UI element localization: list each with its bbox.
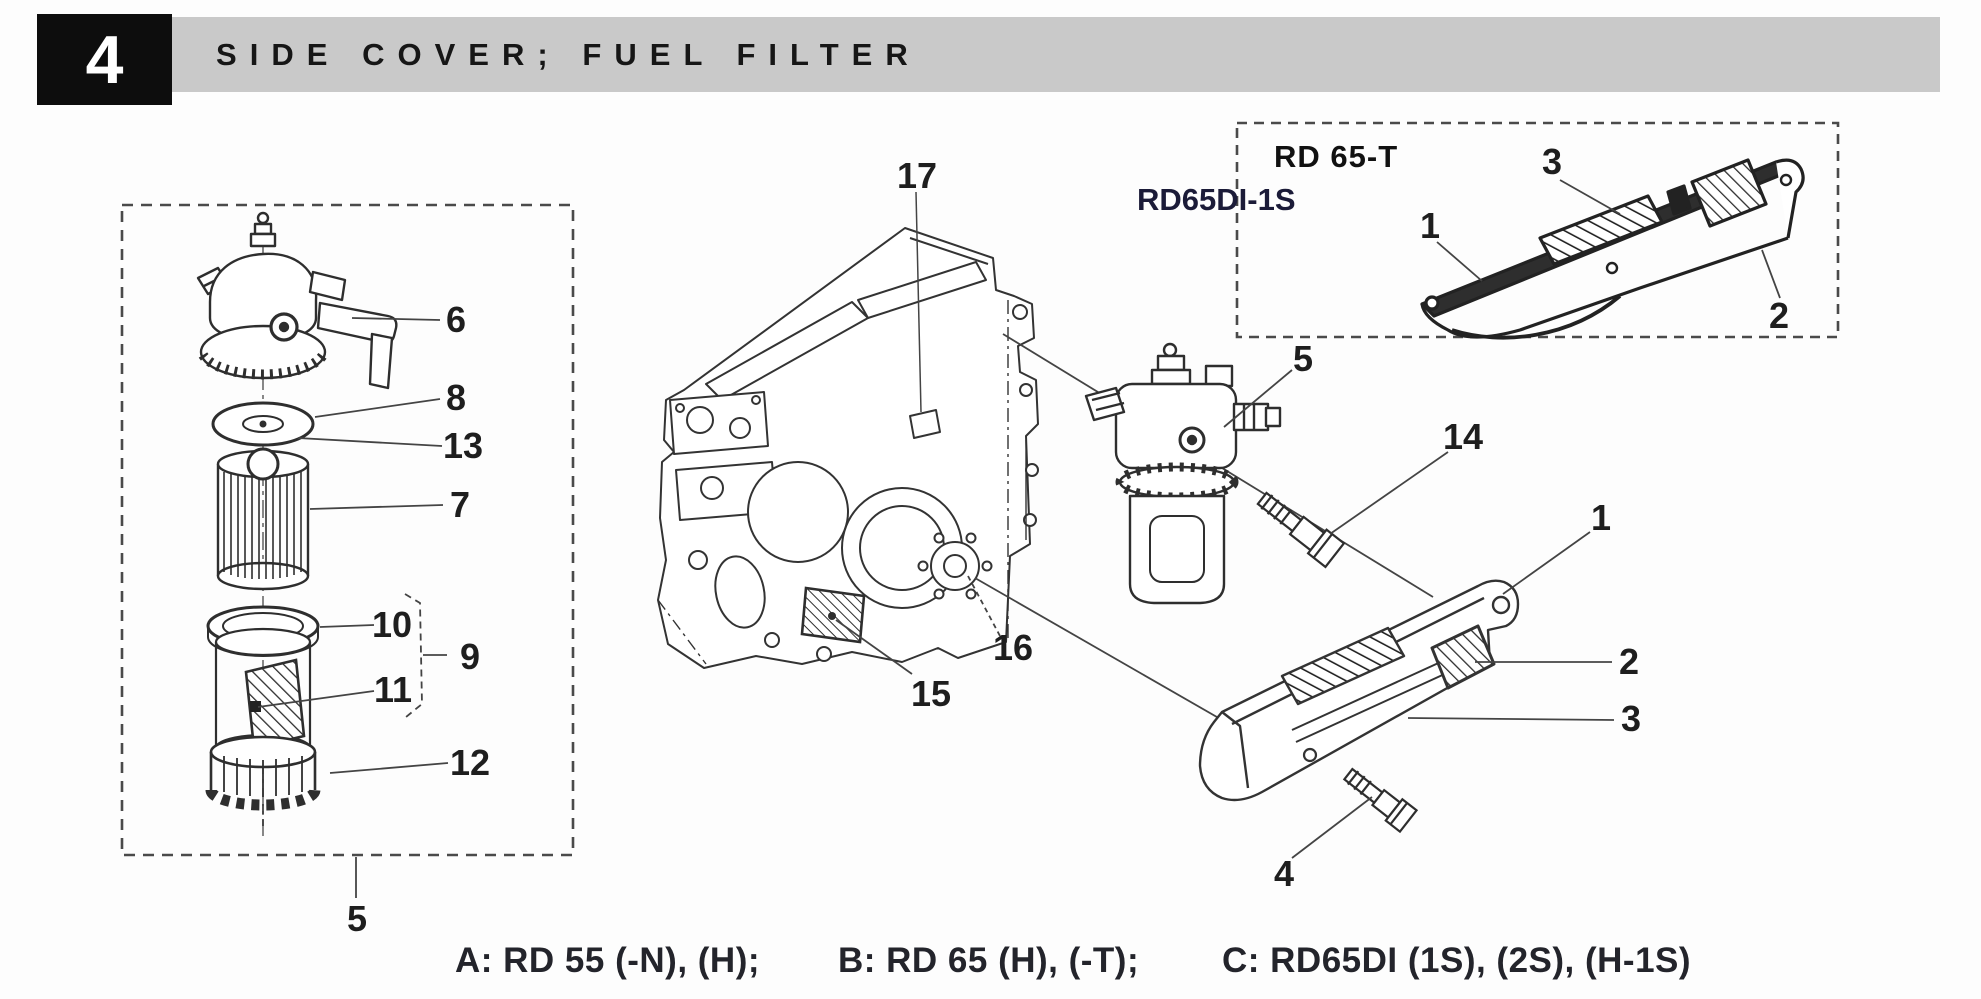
callout-14: 14 [1442,416,1484,457]
callout-12: 12 [449,742,491,783]
callout-17: 17 [896,155,938,196]
callout-10: 10 [371,604,413,645]
filter-head-drawing [196,211,398,390]
joint-bolt-14-drawing [1256,491,1346,569]
callout-4-cover: 4 [1273,853,1295,894]
variant-note-b: B: RD 65 (H), (-T); [838,941,1140,980]
side-cover-drawing [1198,579,1520,802]
callout-6: 6 [445,299,467,340]
callout-7: 7 [449,484,471,525]
callout-3-cover: 3 [1620,698,1642,739]
gasket-drawing [211,401,315,447]
callout-16: 16 [992,627,1034,668]
callout-3-inset: 3 [1541,141,1563,182]
joint-bolt-4-drawing [1342,767,1419,834]
fuel-filter-assembly-drawing [1084,342,1282,605]
left-assembly-box-border [120,203,575,857]
callout-9: 9 [459,636,481,677]
filter-element-drawing [216,447,310,591]
section-number-badge: 4 [37,14,172,105]
callout-5-left: 5 [346,898,368,939]
engine-crankcase-drawing [657,227,1039,669]
inset-side-cover-drawing [1420,158,1805,340]
page-title-bar: SIDE COVER; FUEL FILTER [172,17,1940,92]
callout-2-inset: 2 [1768,295,1790,336]
callout-2-cover: 2 [1618,641,1640,682]
callout-1-cover: 1 [1590,497,1612,538]
inset-side-model-label: RD65DI-1S [1137,182,1296,217]
callout-13: 13 [442,425,484,466]
inset-model-title: RD 65-T [1274,139,1399,174]
callout-11: 11 [373,669,413,710]
callout-1-inset: 1 [1419,205,1441,246]
callout-8: 8 [445,377,467,418]
callout-5-filter: 5 [1292,338,1314,379]
callout-15: 15 [910,673,952,714]
variant-note-a: A: RD 55 (-N), (H); [455,941,761,980]
page-title: SIDE COVER; FUEL FILTER [216,36,921,72]
variant-note-c: C: RD65DI (1S), (2S), (H-1S) [1222,941,1692,980]
leader-lines [257,179,1781,898]
retaining-nut-drawing [205,735,321,826]
inset-box-border [1235,121,1840,339]
